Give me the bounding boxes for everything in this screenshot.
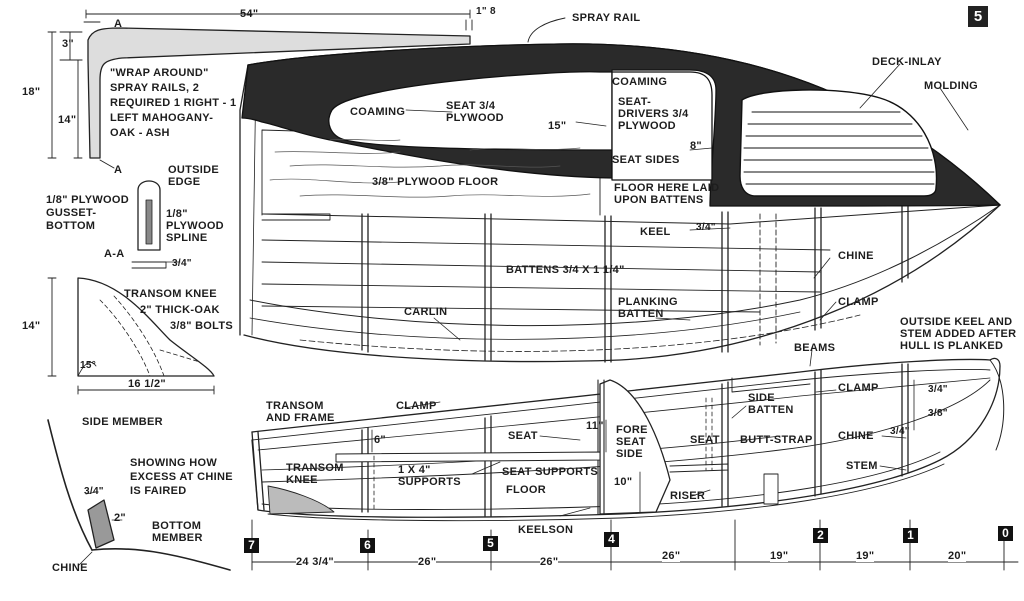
- station-6: 6: [360, 538, 375, 553]
- label-clamp-bow: CLAMP: [838, 382, 879, 394]
- dim-11: 11": [586, 420, 604, 432]
- label-riser: RISER: [670, 490, 706, 502]
- dim-3-4-chine: 3/4": [890, 426, 910, 437]
- dim-14-knee: 14": [22, 320, 41, 332]
- station-7: 7: [244, 538, 259, 553]
- label-fore-seat-side: FORE SEAT SIDE: [616, 424, 648, 460]
- label-keelson: KEELSON: [518, 524, 574, 536]
- label-floor: FLOOR: [506, 484, 546, 496]
- dim-14-rail: 14": [58, 114, 77, 126]
- dim-15-deg: 15°: [80, 360, 97, 371]
- label-stem: STEM: [846, 460, 878, 472]
- label-section-a-a: A-A: [104, 248, 125, 260]
- dim-54: 54": [240, 8, 259, 20]
- label-thick-oak: 2" THICK-OAK: [140, 304, 220, 316]
- label-transom-knee-side: TRANSOM KNEE: [286, 462, 344, 486]
- plan-view-hull: [239, 43, 1001, 363]
- dim-3-4-keel: 3/4": [696, 222, 716, 233]
- label-a-top: A: [114, 18, 123, 30]
- label-carlin: CARLIN: [404, 306, 448, 318]
- label-planking-batten: PLANKING BATTEN: [618, 296, 678, 320]
- label-a-bottom: A: [114, 164, 123, 176]
- label-bolts: 3/8" BOLTS: [170, 320, 234, 332]
- dim-3-8: 3/8": [928, 408, 948, 419]
- spacing-7-6: 24 3/4": [296, 556, 334, 568]
- dim-3-4-section: 3/4": [172, 258, 192, 269]
- dim-1-8: 1" 8: [476, 6, 496, 17]
- spacing-4-3: 26": [662, 550, 681, 562]
- label-battens: BATTENS 3/4 X 1 1/4": [506, 264, 625, 276]
- spray-rail-detail: [47, 9, 566, 169]
- label-coaming-left: COAMING: [350, 106, 406, 118]
- figure-number-badge: 5: [968, 6, 988, 27]
- station-2: 2: [813, 528, 828, 543]
- spacing-1-0: 20": [948, 550, 967, 562]
- label-clamp-side: CLAMP: [396, 400, 437, 412]
- label-coaming-right: COAMING: [612, 76, 668, 88]
- dim-18: 18": [22, 86, 41, 98]
- label-butt-strap: BUTT-STRAP: [740, 434, 813, 446]
- label-side-member: SIDE MEMBER: [82, 416, 163, 428]
- label-side-batten: SIDE BATTEN: [748, 392, 794, 416]
- transom-knee-detail: [47, 277, 215, 395]
- dim-10: 10": [614, 476, 633, 488]
- label-chine-side: CHINE: [838, 430, 874, 442]
- label-clamp-plan: CLAMP: [838, 296, 879, 308]
- label-spray-rail: SPRAY RAIL: [572, 12, 641, 24]
- side-profile-hull: [251, 357, 1005, 522]
- station-0: 0: [998, 526, 1013, 541]
- dim-6: 6": [374, 434, 386, 446]
- station-1: 1: [903, 528, 918, 543]
- section-a-a: [131, 180, 181, 269]
- dim-3-4-chine-detail: 3/4": [84, 486, 104, 497]
- label-plywood-floor: 3/8" PLYWOOD FLOOR: [372, 176, 499, 188]
- dim-3-4-bow: 3/4": [928, 384, 948, 395]
- label-supports: 1 X 4" SUPPORTS: [398, 464, 461, 488]
- label-seat-side: SEAT: [508, 430, 538, 442]
- label-gusset: 1/8" PLYWOOD GUSSET- BOTTOM: [46, 194, 129, 232]
- spacing-6-5: 26": [418, 556, 437, 568]
- label-chine-detail: CHINE: [52, 562, 88, 574]
- label-seat-fore: SEAT: [690, 434, 720, 446]
- dim-15: 15": [548, 120, 567, 132]
- dim-8: 8": [690, 140, 702, 152]
- spacing-3-2: 19": [770, 550, 789, 562]
- dim-16-5: 16 1/2": [128, 378, 166, 390]
- label-showing-excess: SHOWING HOW EXCESS AT CHINE IS FAIRED: [130, 457, 233, 497]
- label-floor-laid: FLOOR HERE LAID UPON BATTENS: [614, 182, 720, 206]
- label-bottom-member: BOTTOM MEMBER: [152, 520, 203, 544]
- label-spline: 1/8" PLYWOOD SPLINE: [166, 208, 224, 244]
- label-beams: BEAMS: [794, 342, 836, 354]
- station-4: 4: [604, 532, 619, 547]
- label-deck-inlay: DECK-INLAY: [872, 56, 942, 68]
- label-seat-drivers: SEAT- DRIVERS 3/4 PLYWOOD: [618, 96, 689, 132]
- floor-wood-grain: [269, 139, 591, 198]
- label-transom-knee-title: TRANSOM KNEE: [124, 288, 217, 300]
- label-chine-plan: CHINE: [838, 250, 874, 262]
- spacing-5-4: 26": [540, 556, 559, 568]
- label-transom-frame: TRANSOM AND FRAME: [266, 400, 335, 424]
- label-outside-edge: OUTSIDE EDGE: [168, 164, 219, 188]
- label-seat-supports: SEAT SUPPORTS: [502, 466, 598, 478]
- label-seat-plywood: SEAT 3/4 PLYWOOD: [446, 100, 504, 124]
- plan-view-deck: [241, 43, 1001, 207]
- leader-lines: [403, 63, 969, 517]
- wrap-around-note: "WRAP AROUND" SPRAY RAILS, 2 REQUIRED 1 …: [110, 67, 237, 139]
- label-keel: KEEL: [640, 226, 671, 238]
- station-5: 5: [483, 536, 498, 551]
- dim-3: 3": [62, 38, 74, 50]
- spacing-2-1: 19": [856, 550, 875, 562]
- label-seat-sides: SEAT SIDES: [612, 154, 680, 166]
- label-molding: MOLDING: [924, 80, 979, 92]
- label-outside-keel-note: OUTSIDE KEEL AND STEM ADDED AFTER HULL I…: [900, 316, 1017, 352]
- dim-2: 2": [114, 512, 126, 524]
- chine-faired-detail: [47, 419, 231, 571]
